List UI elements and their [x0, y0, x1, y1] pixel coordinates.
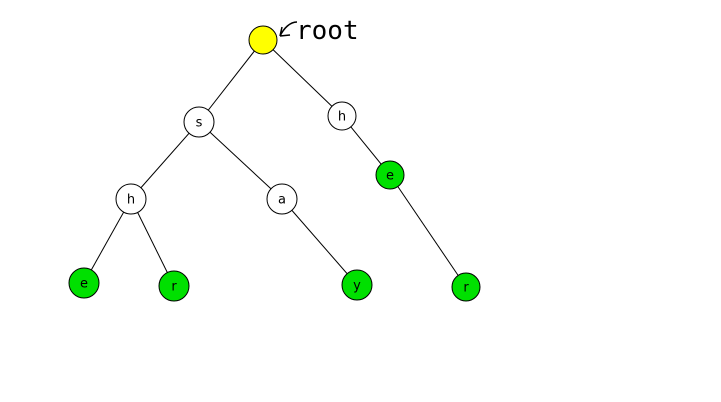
- edge-root-s: [198, 39, 264, 123]
- trie-node-a: a: [266, 183, 298, 215]
- edge-root-h2: [262, 39, 343, 117]
- trie-nodes: s h e r a y h e r: [68, 25, 481, 302]
- edge-h1-r1: [130, 198, 175, 287]
- node-label-r2: r: [463, 281, 469, 296]
- trie-node-h1: h: [115, 183, 147, 215]
- edge-s-h1: [130, 121, 200, 200]
- node-label-r1: r: [171, 280, 177, 295]
- trie-node-y: y: [341, 269, 373, 301]
- node-circle-e1: [68, 267, 100, 299]
- trie-node-e2: e: [375, 160, 405, 190]
- node-label-y: y: [353, 279, 361, 294]
- node-label-e1: e: [80, 277, 88, 292]
- node-label-a: a: [278, 193, 286, 208]
- edge-a-y: [281, 198, 358, 286]
- node-circle-a: [266, 183, 298, 215]
- node-label-h1: h: [127, 193, 135, 208]
- node-circle-root: [248, 25, 278, 55]
- edge-e2-r2: [389, 174, 467, 288]
- node-circle-r2: [451, 272, 481, 302]
- node-circle-s: [183, 106, 215, 138]
- trie-node-r1: r: [158, 270, 190, 302]
- trie-edges: [83, 39, 467, 288]
- root-annotation: root: [279, 16, 359, 46]
- trie-node-root: [248, 25, 278, 55]
- node-circle-r1: [158, 270, 190, 302]
- trie-node-e1: e: [68, 267, 100, 299]
- node-label-h2: h: [338, 110, 346, 125]
- trie-node-r2: r: [451, 272, 481, 302]
- trie-node-s: s: [183, 106, 215, 138]
- edge-h1-e1: [83, 198, 132, 284]
- edge-s-a: [198, 121, 283, 200]
- node-circle-y: [341, 269, 373, 301]
- node-circle-e2: [375, 160, 405, 190]
- node-label-s: s: [196, 116, 203, 131]
- trie-node-h2: h: [327, 101, 357, 131]
- node-circle-h1: [115, 183, 147, 215]
- node-label-e2: e: [386, 169, 394, 184]
- node-circle-h2: [327, 101, 357, 131]
- root-pointer-arrow: [279, 21, 298, 37]
- root-label: root: [296, 16, 359, 46]
